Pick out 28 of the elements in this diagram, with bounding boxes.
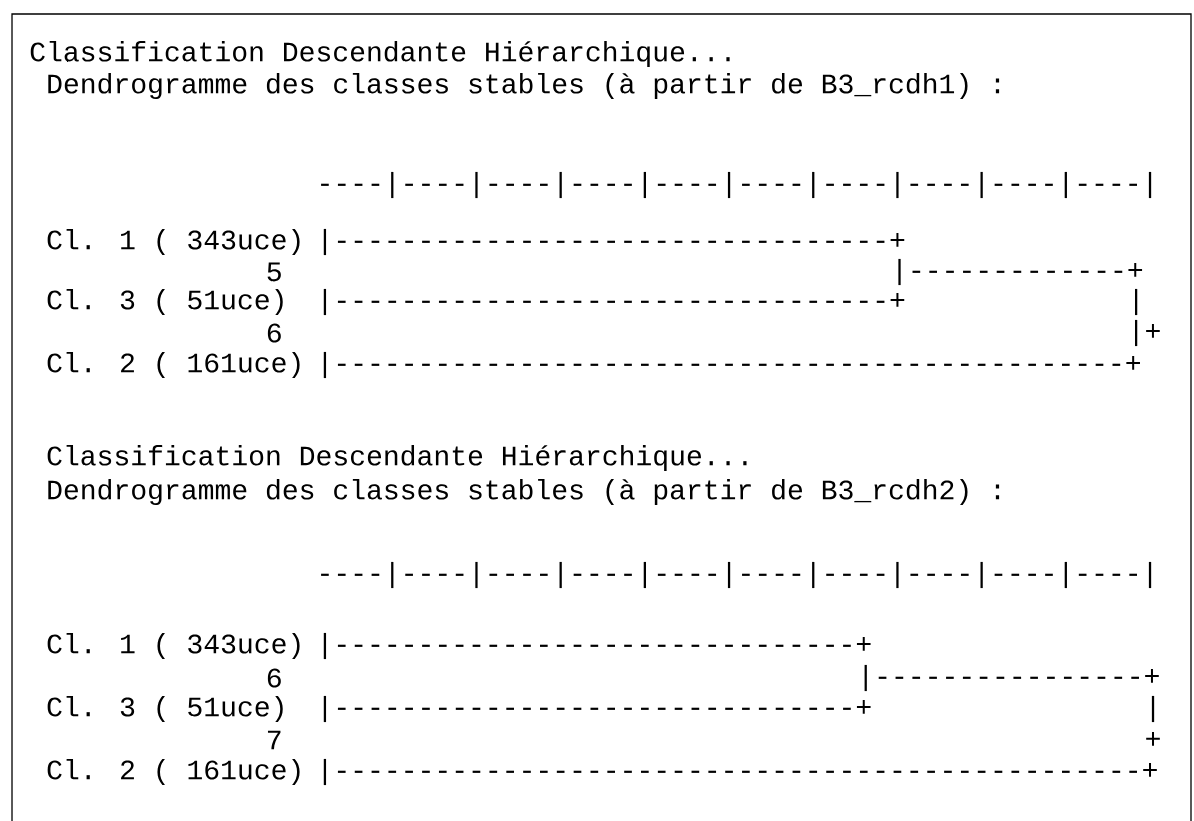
dendrogram-branch: |-------------------------------+ (323, 695, 871, 723)
dendrogram-branch: | (1135, 288, 1138, 316)
level-number: 7 (268, 730, 281, 750)
scale-ruler: ----|----|----|----|----|----|----|----|----|----| (321, 171, 1152, 199)
dendrogram-branch: |----------------+ (864, 664, 1159, 692)
dendrogram-branch: |-------------+ (898, 258, 1143, 286)
subheading: Dendrogramme des classes stables (à partir de B3_rcdh2) : (48, 478, 1000, 506)
dendrogram-branch: |+ (1135, 319, 1160, 347)
class-label: Cl. 2 ( 161uce) (47, 351, 300, 379)
dendrogram-branch: |---------------------------------+ (323, 228, 905, 256)
dendrogram-branch: |---------------------------------+ (323, 288, 905, 316)
heading: Classification Descendante Hiérarchique... (30, 40, 730, 68)
class-label: Cl. 3 ( 51uce) (47, 695, 283, 723)
class-label: Cl. 1 ( 343uce) (47, 632, 300, 660)
heading: Classification Descendante Hiérarchique... (47, 444, 747, 472)
class-label: Cl. 2 ( 161uce) (47, 758, 300, 786)
dendrogram-branch: + (1146, 731, 1160, 746)
dendrogram-branch: |-----------------------------------------------+ (323, 351, 1140, 379)
class-label: Cl. 1 ( 343uce) (47, 228, 300, 256)
subheading: Dendrogramme des classes stables (à partir de B3_rcdh1) : (48, 72, 1000, 100)
dendrogram-branch: |-------------------------------+ (323, 632, 871, 660)
class-label: Cl. 3 ( 51uce) (47, 288, 283, 316)
dendrogram-branch: |------------------------------------------------+ (323, 758, 1157, 786)
dendrogram-branch: | (1151, 695, 1155, 723)
level-number: 6 (267, 323, 281, 343)
level-number: 5 (267, 262, 281, 282)
level-number: 6 (267, 668, 281, 688)
scale-ruler: ----|----|----|----|----|----|----|----|----|----| (321, 561, 1152, 589)
